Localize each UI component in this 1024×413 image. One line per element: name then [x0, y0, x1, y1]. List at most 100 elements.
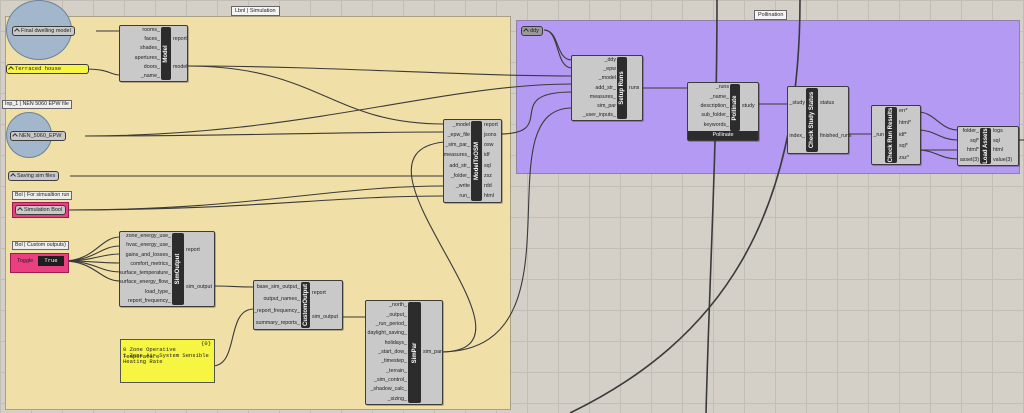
- model-to-osm-input-1[interactable]: _epw_file: [447, 131, 470, 138]
- load-assets-input-2[interactable]: html*: [966, 147, 979, 154]
- custom-output-input-2[interactable]: _report_frequency_: [254, 307, 300, 314]
- sim-par-component[interactable]: SimPar_north_ _output_ _run_period_dayligh…: [365, 300, 443, 405]
- custom-output-output-1[interactable]: sim_output: [312, 313, 338, 320]
- check-run-output-1[interactable]: html*: [899, 119, 912, 126]
- pollinate-input-4[interactable]: keywords_: [703, 121, 729, 128]
- check-study-component[interactable]: Check Study Status_study index_ status fini…: [787, 86, 852, 154]
- pollinate-footer[interactable]: Pollinate: [688, 131, 758, 140]
- pollinate-component[interactable]: Pollinate_runs_name_description_sub_fold…: [687, 82, 759, 141]
- custom-output-output-0[interactable]: report: [312, 289, 326, 296]
- sim-output-input-2[interactable]: gains_and_losses_: [125, 251, 171, 258]
- sim-output-input-0[interactable]: zone_energy_use_: [125, 233, 171, 240]
- sim-output-input-3[interactable]: comfort_metrics_: [130, 260, 171, 267]
- model-to-osm-input-4[interactable]: add_str_: [449, 162, 470, 169]
- load-assets-output-3[interactable]: value(3): [993, 156, 1013, 163]
- setup-runs-output-0[interactable]: runs: [629, 84, 640, 91]
- custom-output-input-1[interactable]: output_names_: [263, 295, 300, 302]
- check-run-input-0[interactable]: _run: [873, 131, 884, 138]
- sim-par-input-2[interactable]: _run_period_: [375, 320, 407, 327]
- model-core[interactable]: Model: [161, 27, 171, 80]
- check-run-output-3[interactable]: sql*: [899, 143, 908, 150]
- sim-par-output-0[interactable]: sim_par: [423, 349, 442, 355]
- toggle-value-button[interactable]: True: [38, 256, 64, 266]
- check-study-input-0[interactable]: _study: [789, 100, 805, 106]
- sim-par-input-0[interactable]: _north_: [389, 302, 407, 309]
- model-to-osm-input-6[interactable]: _write: [455, 183, 470, 190]
- nen-epw-param[interactable]: NEN_5060_EPW: [10, 131, 66, 141]
- setup-runs-core[interactable]: Setup Runs: [617, 57, 627, 119]
- model-to-osm-input-7[interactable]: run_: [459, 193, 470, 200]
- setup-runs-input-5[interactable]: sim_par: [597, 102, 616, 109]
- sim-output-input-6[interactable]: load_type_: [145, 288, 171, 295]
- check-run-output-4[interactable]: zsz*: [899, 154, 910, 161]
- setup-runs-input-6[interactable]: _user_inputs_: [582, 111, 616, 118]
- sim-output-input-1[interactable]: hvac_energy_use_: [126, 242, 171, 249]
- check-study-output-0[interactable]: status: [820, 100, 835, 106]
- setup-runs-input-3[interactable]: add_str_: [595, 84, 616, 91]
- pollination-group-title[interactable]: Pollination: [754, 10, 788, 20]
- model-to-osm-output-2[interactable]: osw: [484, 142, 494, 149]
- setup-runs-input-2[interactable]: _model: [598, 75, 616, 82]
- model-input-4[interactable]: doors_: [143, 63, 160, 70]
- simulation-bool-param[interactable]: Simulation Bool: [15, 205, 67, 215]
- load-assets-input-3[interactable]: asset(3): [959, 156, 979, 163]
- sim-output-input-5[interactable]: surface_energy_flow_: [119, 279, 171, 286]
- setup-runs-input-4[interactable]: measures_: [589, 93, 616, 100]
- pollinate-core[interactable]: Pollinate: [730, 84, 740, 131]
- model-to-osm-input-3[interactable]: measures_: [443, 152, 470, 159]
- model-output-0[interactable]: report: [173, 36, 187, 43]
- load-assets-core[interactable]: Load Assets: [980, 128, 991, 164]
- model-to-osm-output-0[interactable]: report: [484, 121, 498, 128]
- sim-par-input-7[interactable]: _terrain_: [386, 367, 407, 374]
- custom-output-input-0[interactable]: base_sim_output_: [256, 283, 300, 290]
- check-study-output-1[interactable]: finished_runs: [820, 133, 852, 139]
- sim-par-input-1[interactable]: _output_: [386, 311, 407, 318]
- custom-output-input-3[interactable]: summary_reports_: [255, 319, 300, 326]
- load-assets-input-0[interactable]: folder_: [962, 128, 979, 135]
- check-run-output-2[interactable]: idf*: [899, 131, 907, 138]
- model-to-osm-output-4[interactable]: sql: [484, 162, 491, 169]
- model-input-2[interactable]: shades_: [139, 45, 160, 52]
- load-assets-input-1[interactable]: sql*: [970, 137, 979, 144]
- pollinate-input-0[interactable]: _runs: [715, 84, 729, 91]
- model-to-osm-input-0[interactable]: _model: [452, 121, 470, 128]
- setup-runs-input-1[interactable]: _epw: [603, 66, 616, 73]
- check-study-input-1[interactable]: index_: [789, 133, 805, 139]
- final-dwelling-model-param[interactable]: Final dwelling model: [12, 26, 75, 36]
- sim-par-input-8[interactable]: _sim_control_: [374, 377, 407, 384]
- sim-par-core[interactable]: SimPar: [408, 302, 421, 403]
- sim-output-input-4[interactable]: surface_temperature_: [119, 270, 171, 277]
- sim-par-input-9[interactable]: _shadow_calc_: [370, 386, 407, 393]
- load-assets-output-0[interactable]: logs: [993, 128, 1003, 135]
- sim-par-input-3[interactable]: daylight_saving_: [367, 330, 407, 337]
- model-to-osm-output-5[interactable]: zsz: [484, 172, 492, 179]
- model-to-osm-core[interactable]: ModelToOSM: [471, 121, 482, 201]
- custom-output-names-panel[interactable]: {0} 0 Zone Operative Temperature 1 Zone …: [120, 339, 215, 383]
- model-input-5[interactable]: _name_: [140, 72, 160, 79]
- sim-output-output-1[interactable]: sim_output: [186, 284, 212, 290]
- check-run-output-0[interactable]: err*: [899, 108, 908, 115]
- model-input-0[interactable]: rooms_: [142, 27, 160, 34]
- load-assets-output-2[interactable]: html: [993, 147, 1004, 154]
- check-study-core[interactable]: Check Study Status: [806, 88, 818, 152]
- model-to-osm-input-5[interactable]: _folder_: [450, 172, 470, 179]
- model-to-osm-output-1[interactable]: jsons: [484, 131, 497, 138]
- sim-par-input-5[interactable]: _start_dow_: [378, 349, 407, 355]
- load-assets-output-1[interactable]: sql: [993, 137, 1000, 144]
- sim-output-input-7[interactable]: report_frequency_: [128, 297, 171, 304]
- sim-output-output-0[interactable]: report: [186, 247, 200, 253]
- ddy-param[interactable]: ddy: [521, 26, 543, 36]
- model-input-3[interactable]: apertures_: [134, 54, 160, 61]
- sim-par-input-6[interactable]: _timestep_: [381, 358, 407, 365]
- model-to-osm-output-7[interactable]: html: [484, 193, 495, 200]
- pollinate-input-2[interactable]: description_: [700, 103, 729, 109]
- model-output-1[interactable]: model: [173, 63, 188, 70]
- sim-par-input-10[interactable]: _sizing_: [387, 395, 407, 402]
- pollinate-output-0[interactable]: study: [742, 103, 755, 109]
- pollinate-input-3[interactable]: sub_folder_: [701, 112, 729, 119]
